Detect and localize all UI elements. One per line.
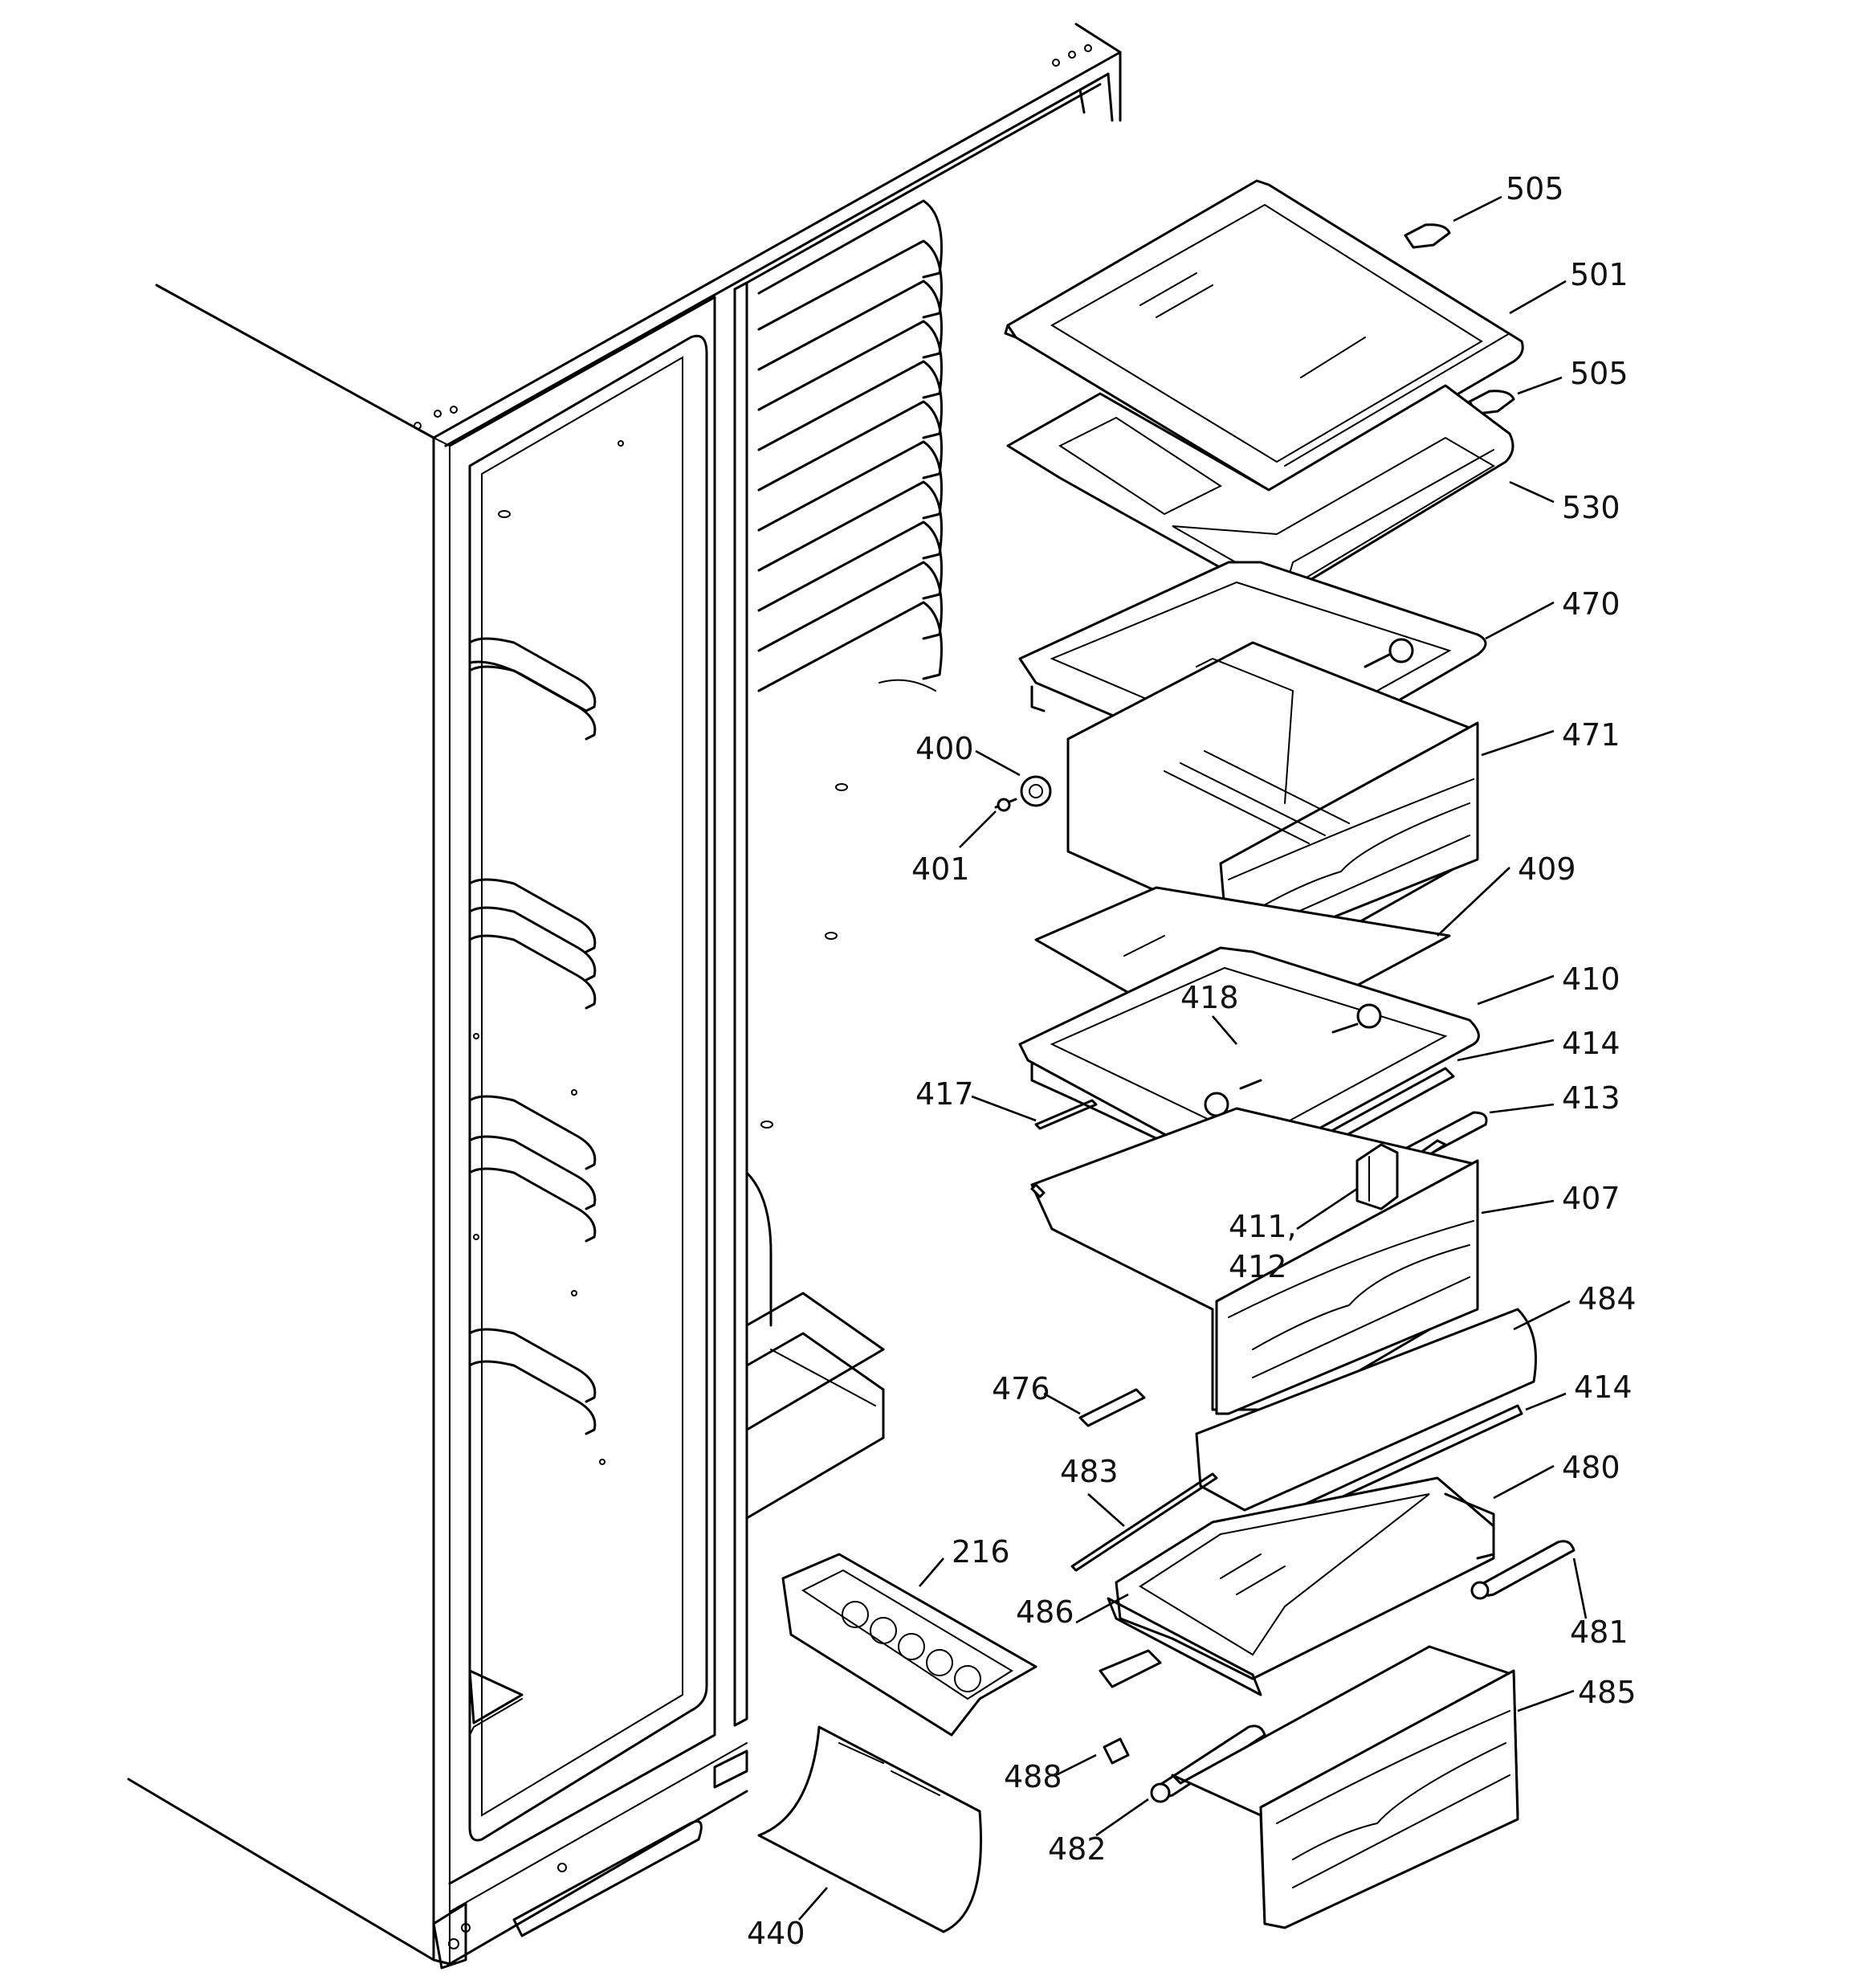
callout-413: 413 [1562, 1080, 1620, 1116]
callout-leader-lines [798, 195, 1588, 1921]
wall-mount-holes [473, 440, 848, 1872]
callout-505-lower: 505 [1570, 356, 1629, 391]
callout-414-lower: 414 [1574, 1370, 1633, 1405]
callout-labels: 505 501 505 530 470 400 471 401 409 418 … [747, 171, 1637, 1951]
callout-482: 482 [1048, 1831, 1107, 1867]
part-401-screw [994, 798, 1017, 812]
part-505-shelf-clip-lower [1468, 390, 1515, 415]
part-480-slide-tray [1107, 1476, 1495, 1696]
part-407-deli-drawer [1030, 1107, 1479, 1415]
part-216-dairy-bin [781, 1553, 1037, 1737]
part-483-rod [1070, 1472, 1218, 1572]
callout-440: 440 [747, 1916, 805, 1951]
part-488-knob [1103, 1737, 1130, 1765]
refrigerator-cabinet [127, 22, 1122, 1970]
callout-484: 484 [1578, 1281, 1637, 1316]
callout-501: 501 [1570, 257, 1629, 292]
part-484-pan-cover [1195, 1308, 1537, 1512]
callout-418: 418 [1180, 980, 1239, 1015]
part-400-roller [1020, 775, 1052, 807]
callout-480: 480 [1562, 1450, 1620, 1485]
callout-481: 481 [1570, 1614, 1629, 1650]
part-471-crisper-drawer [1066, 641, 1479, 965]
callout-409: 409 [1518, 851, 1576, 887]
callout-470: 470 [1562, 586, 1620, 622]
callout-412: 412 [1229, 1249, 1287, 1284]
callout-216: 216 [952, 1534, 1010, 1570]
callout-417: 417 [915, 1076, 974, 1112]
callout-485: 485 [1578, 1675, 1637, 1710]
callout-400: 400 [915, 731, 974, 766]
left-compartment-shelves [468, 637, 597, 1435]
cabinet-hinge-holes [414, 44, 1092, 430]
part-417-rod [1034, 1099, 1098, 1130]
part-440-bin-cover [757, 1725, 983, 1933]
part-482-handle [1150, 1725, 1266, 1803]
part-476-bar [1078, 1388, 1146, 1427]
part-481-handle [1470, 1540, 1576, 1600]
callout-401: 401 [911, 851, 970, 887]
callout-414-upper: 414 [1562, 1026, 1620, 1061]
callout-411: 411, [1229, 1209, 1297, 1244]
callout-410: 410 [1562, 961, 1620, 997]
callout-488: 488 [1004, 1759, 1062, 1794]
callout-483: 483 [1060, 1454, 1119, 1489]
callout-530: 530 [1562, 490, 1620, 525]
right-compartment-shelves [757, 199, 943, 692]
callout-486: 486 [1016, 1594, 1074, 1630]
part-505-shelf-clip-top [1404, 223, 1451, 249]
callout-476: 476 [992, 1371, 1050, 1406]
callout-505-top: 505 [1506, 171, 1564, 206]
callout-407: 407 [1562, 1181, 1620, 1216]
part-485-meat-pan [1099, 1645, 1519, 1929]
callout-471: 471 [1562, 717, 1620, 753]
